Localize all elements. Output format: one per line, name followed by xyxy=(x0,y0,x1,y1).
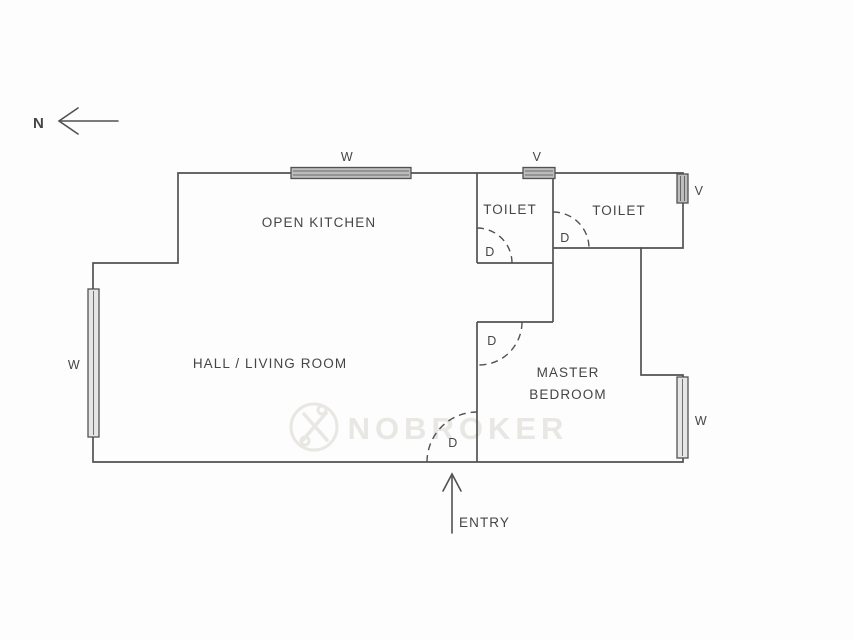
room-label-hall-living-room: HALL / LIVING ROOM xyxy=(193,356,347,371)
marker-door-entry: D xyxy=(448,436,458,450)
marker-vent-top: V xyxy=(533,150,542,164)
exterior-wall xyxy=(92,172,684,463)
north-label: N xyxy=(33,115,44,132)
watermark-logo-icon xyxy=(289,402,339,452)
marker-window-top: W xyxy=(341,150,353,164)
marker-door-master-bedroom: D xyxy=(487,334,497,348)
door-arc-toilet-1 xyxy=(476,227,513,264)
room-label-master-bedroom-line2: BEDROOM xyxy=(529,387,606,402)
room-label-open-kitchen: OPEN KITCHEN xyxy=(262,215,376,230)
marker-window-right: W xyxy=(695,414,707,428)
watermark: NOBROKER xyxy=(289,402,569,452)
watermark-logo-icon xyxy=(302,412,329,442)
marker-vent-right: V xyxy=(695,184,704,198)
entry-arrow-icon xyxy=(442,472,462,534)
window-left-icon xyxy=(87,288,100,438)
entry-label: ENTRY xyxy=(459,515,510,530)
vent-right-icon xyxy=(676,173,689,204)
window-top-icon xyxy=(290,166,412,180)
vent-top-icon xyxy=(522,166,556,180)
watermark-logo-icon xyxy=(316,404,328,416)
watermark-logo-icon xyxy=(299,435,311,447)
room-label-toilet-2: TOILET xyxy=(592,203,646,218)
room-label-toilet-1: TOILET xyxy=(483,202,537,217)
room-label-master-bedroom-line1: MASTER xyxy=(537,365,600,380)
marker-door-toilet-2: D xyxy=(560,231,570,245)
door-arc-entry xyxy=(426,411,478,463)
window-right-icon xyxy=(676,376,689,459)
door-arc-master-bedroom xyxy=(478,321,523,366)
marker-door-toilet-1: D xyxy=(485,245,495,259)
watermark-brand: NOBROKER xyxy=(348,411,569,446)
north-arrow-icon xyxy=(57,107,119,135)
marker-window-left: W xyxy=(68,358,80,372)
door-arc-toilet-2 xyxy=(552,211,590,249)
